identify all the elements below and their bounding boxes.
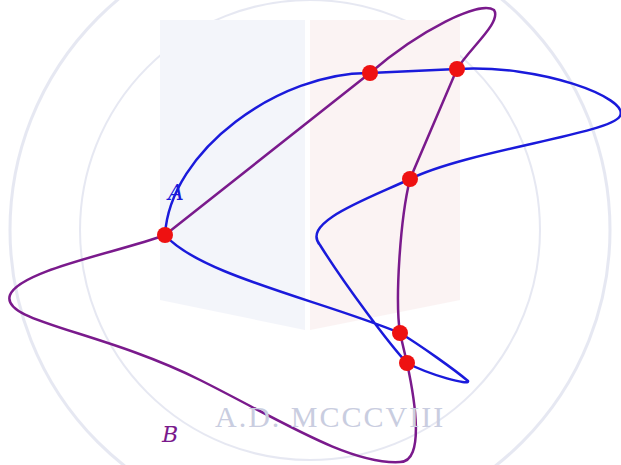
- intersection-dot: [399, 355, 415, 371]
- curve-a: [165, 69, 621, 383]
- watermark-seal: [10, 0, 610, 465]
- intersection-dot: [402, 171, 418, 187]
- intersection-dot: [449, 61, 465, 77]
- intersection-dot: [362, 65, 378, 81]
- curve-b: [9, 8, 495, 462]
- watermark-text: A.D. MCCCVIII: [215, 400, 445, 434]
- curve-label: A: [168, 182, 184, 204]
- curve-label: B: [162, 424, 178, 446]
- intersection-dot: [157, 227, 173, 243]
- intersection-points: [157, 61, 465, 371]
- intersection-dot: [392, 325, 408, 341]
